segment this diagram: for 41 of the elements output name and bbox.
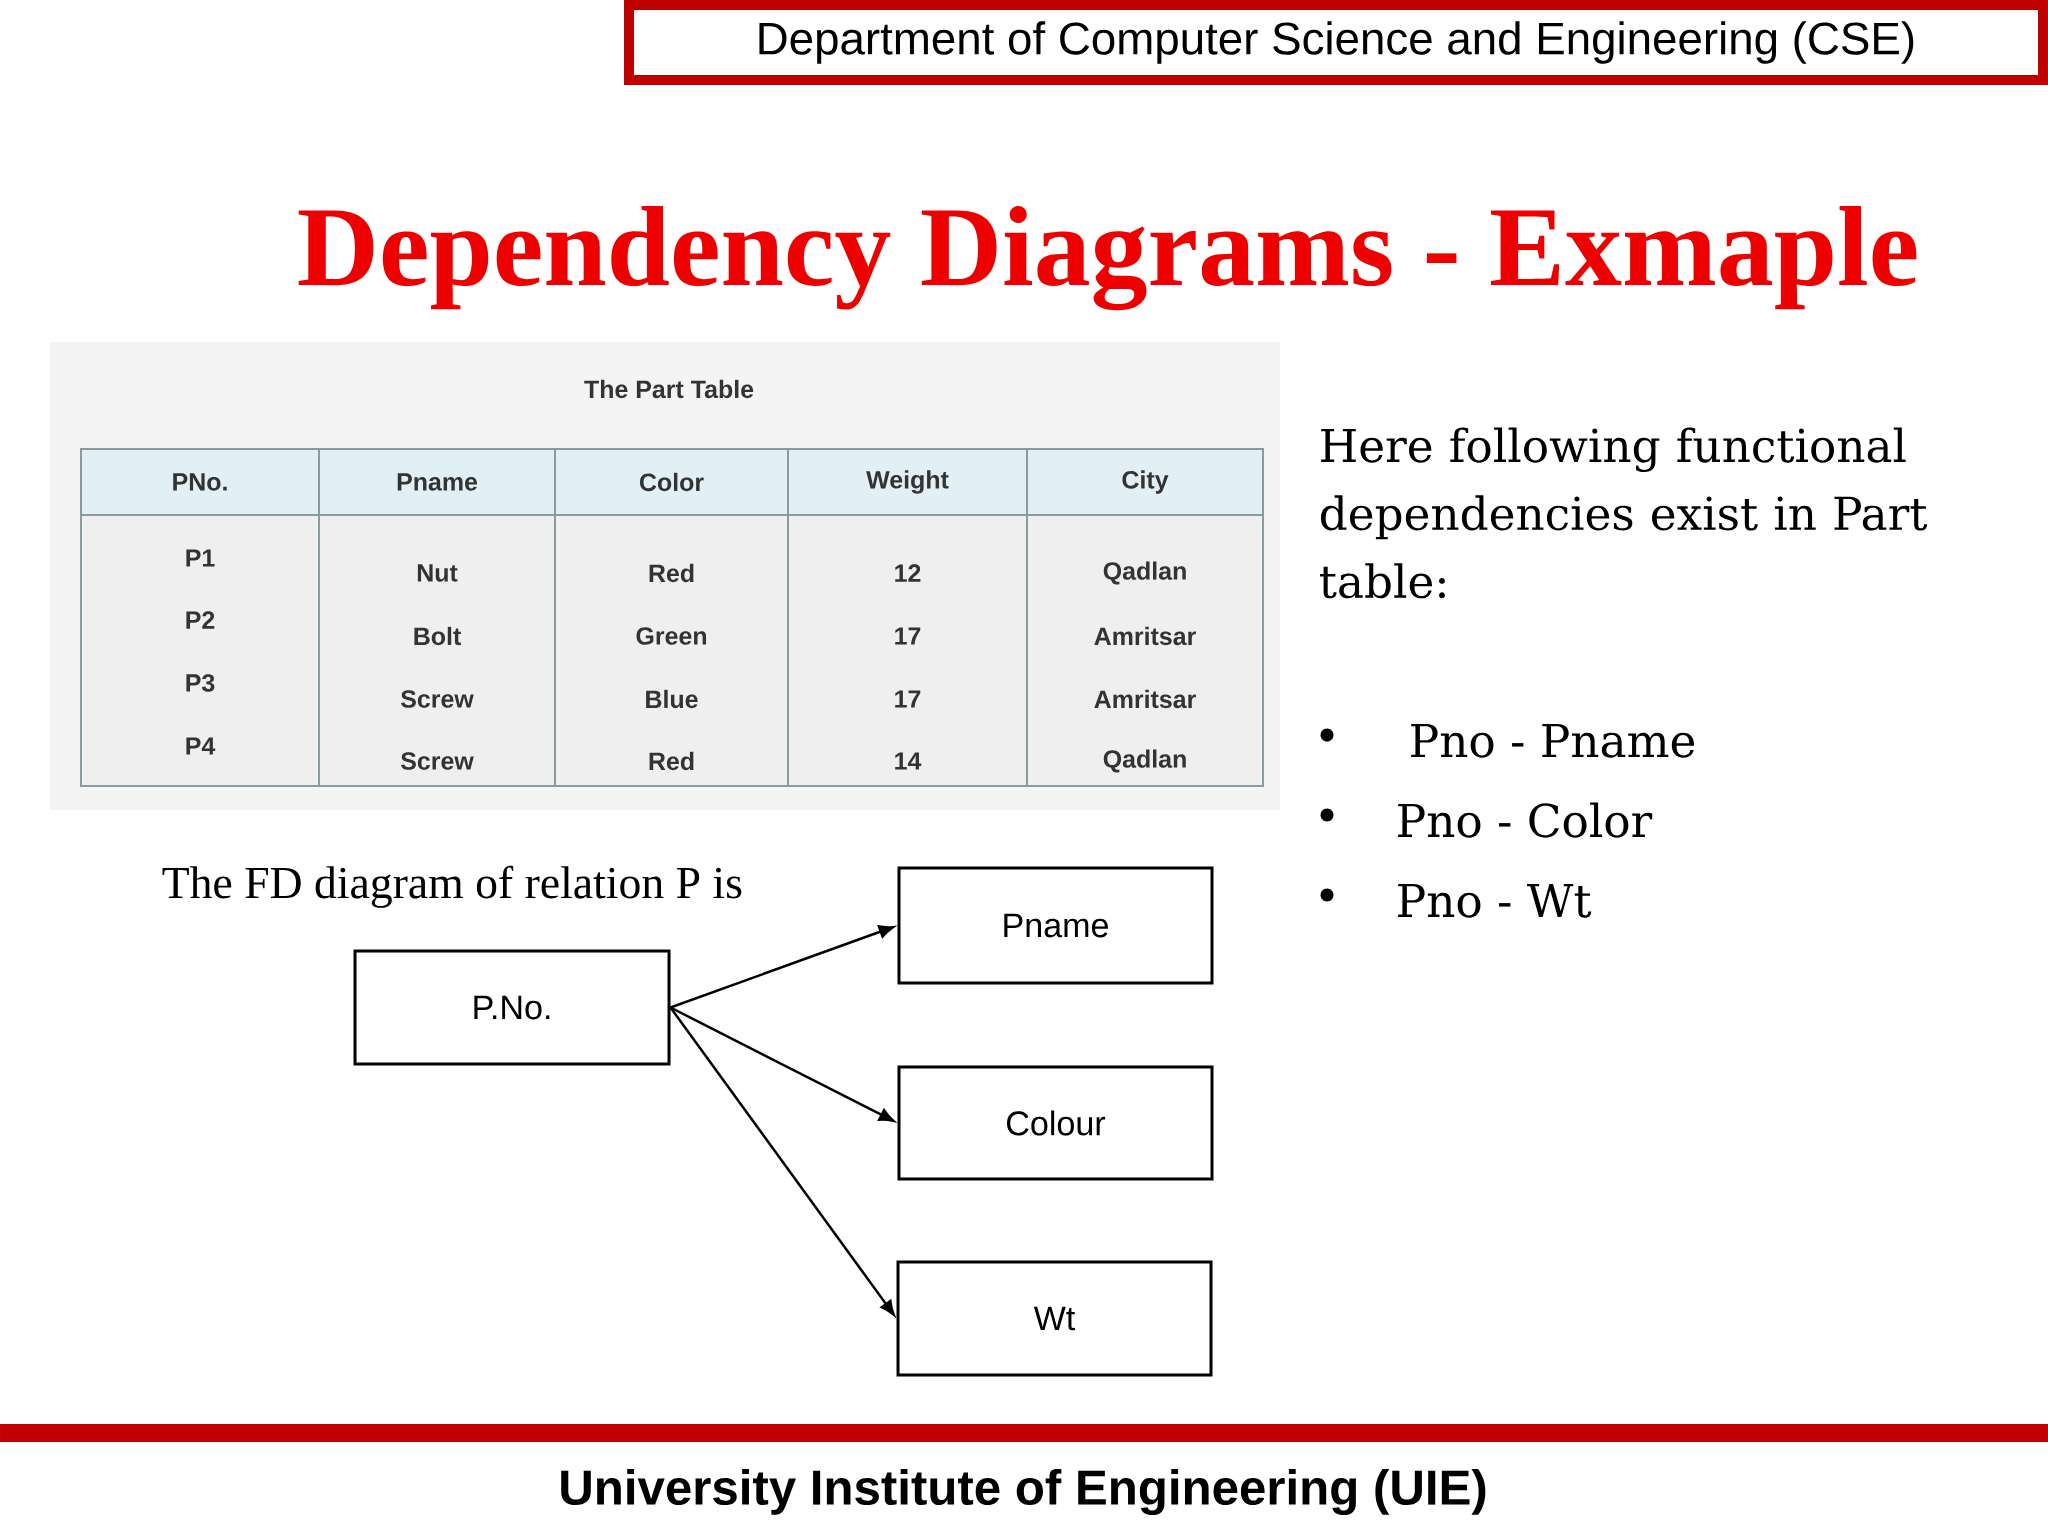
- table-cell: P3: [186, 674, 215, 692]
- bullet-text: Pno - Wt: [1398, 883, 1592, 918]
- attribute-box: Pname: [897, 866, 1214, 985]
- arrow: [670, 925, 895, 1009]
- table-cell: Screw: [400, 690, 474, 708]
- table-cell: P4: [186, 737, 216, 755]
- arrow: [669, 1006, 895, 1123]
- attribute-box: P.No.: [353, 949, 671, 1066]
- attribute-box: Wt: [896, 1260, 1213, 1377]
- table-cell: Nut: [417, 564, 458, 582]
- table-cell: P2: [186, 611, 215, 629]
- table-title: The Part Table: [584, 379, 754, 399]
- bullet-text: Pno - Pname: [1411, 723, 1695, 758]
- header-cell: Pname: [318, 448, 556, 516]
- table-cell: Amritsar: [1094, 689, 1196, 709]
- table-cell: Amritsar: [1094, 626, 1196, 646]
- table-cell: Red: [649, 563, 694, 583]
- header-box: Department of Computer Science and Engineering (CSE): [624, 0, 2048, 85]
- header-cell: PNo.: [80, 448, 320, 516]
- header-cell: Color: [554, 448, 789, 516]
- table-cell: Bolt: [414, 626, 461, 646]
- table-cell: Screw: [400, 752, 474, 770]
- diagram-caption: The FD diagram of relation P is: [162, 865, 742, 908]
- table-cell: 17: [895, 627, 921, 645]
- footer-text: University Institute of Engineering (UIE): [561, 1468, 1486, 1516]
- header-cell: City: [1026, 448, 1264, 516]
- table-cell: Blue: [646, 689, 698, 709]
- table-cell: 12: [895, 564, 921, 582]
- table-cell: 14: [895, 752, 922, 770]
- table-cell: 17: [895, 690, 921, 708]
- slide-title: Dependency Diagrams - Exmaple: [298, 206, 1917, 311]
- bullet-text: Pno - Color: [1398, 802, 1653, 838]
- table-cell: Qadlan: [1103, 561, 1186, 585]
- table-cell: Green: [636, 627, 707, 645]
- description-text: Here following functional dependencies exist in Part table:: [1320, 427, 1928, 599]
- attribute-box: Colour: [897, 1065, 1214, 1181]
- table-cell: P1: [186, 549, 215, 567]
- table-cell: Red: [649, 751, 694, 771]
- table-cell: Qadlan: [1103, 749, 1186, 773]
- arrow: [669, 1006, 895, 1316]
- header-cell: Weight: [787, 448, 1028, 516]
